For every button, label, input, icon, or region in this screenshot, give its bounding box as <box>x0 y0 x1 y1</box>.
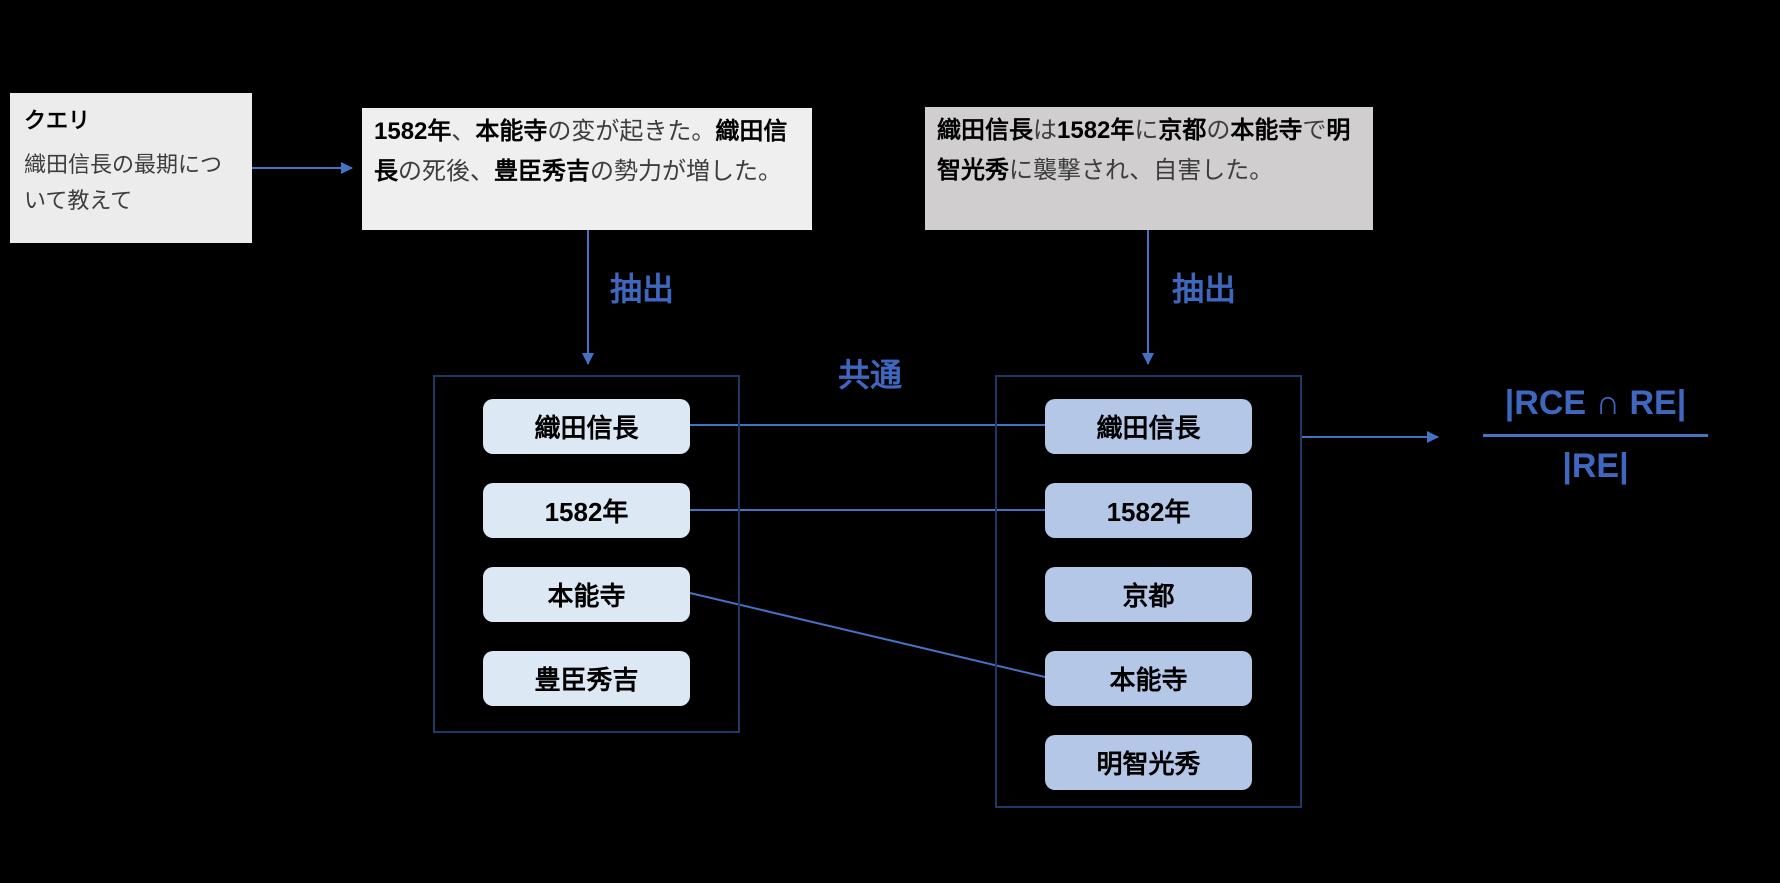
entity-pill: 本能寺 <box>1045 651 1252 706</box>
query-text: 織田信長の最期について教えて <box>24 152 223 213</box>
entity-highlight: 本能寺 <box>1230 117 1303 144</box>
entity-highlight: 1582年 <box>374 118 452 145</box>
common-label: 共通 <box>838 357 903 393</box>
plain-text: の変が起きた。 <box>547 118 716 145</box>
entity-pill: 京都 <box>1045 567 1252 622</box>
entity-highlight: 織田信長 <box>374 118 788 185</box>
plain-text: 、 <box>451 118 476 145</box>
reference-text-box: 織田信長は1582年に京都の本能寺で明智光秀に襲撃され、自害した。 <box>925 107 1373 230</box>
plain-text: の <box>1206 117 1231 144</box>
recall-formula: |RCE ∩ RE| |RE| <box>1483 373 1708 495</box>
entity-highlight: 本能寺 <box>475 118 548 145</box>
entity-highlight: 明智光秀 <box>937 117 1351 184</box>
reference-entities-container: 織田信長 1582年京都本能寺明智光秀 <box>995 375 1302 808</box>
generated-text-box: 1582年、本能寺の変が起きた。織田信長の死後、豊臣秀吉の勢力が増した。 <box>362 108 812 230</box>
formula-numerator: |RCE ∩ RE| <box>1483 373 1708 437</box>
entity-highlight: 豊臣秀吉 <box>494 158 590 185</box>
entity-pill: 本能寺 <box>483 567 690 622</box>
entity-pill: 1582年 <box>1045 483 1252 538</box>
common-connector-honnoji <box>689 592 1046 678</box>
plain-text: の死後、 <box>398 158 494 185</box>
entity-highlight: 織田信長 <box>937 117 1033 144</box>
query-box: クエリ 織田信長の最期について教えて <box>10 93 252 243</box>
plain-text: は <box>1033 117 1057 144</box>
entity-pill: 1582年 <box>483 483 690 538</box>
generated-entities-container: 織田信長 1582年本能寺豊臣秀吉 <box>433 375 740 733</box>
extract-label-right: 抽出 <box>1172 271 1237 307</box>
formula-denominator: |RE| <box>1562 446 1629 485</box>
entity-pill: 織田信長 <box>1045 399 1252 454</box>
entity-pill: 織田信長 <box>483 399 690 454</box>
entity-highlight: 京都 <box>1158 117 1207 144</box>
plain-text: に襲撃され、自害した。 <box>1009 157 1274 184</box>
entity-highlight: 1582年 <box>1057 117 1135 144</box>
plain-text: の勢力が増した。 <box>590 158 782 185</box>
entity-pill: 明智光秀 <box>1045 735 1252 790</box>
plain-text: で <box>1302 117 1327 144</box>
plain-text: に <box>1134 117 1159 144</box>
query-title: クエリ <box>24 108 91 133</box>
entity-pill: 豊臣秀吉 <box>483 651 690 706</box>
extract-label-left: 抽出 <box>610 271 675 307</box>
